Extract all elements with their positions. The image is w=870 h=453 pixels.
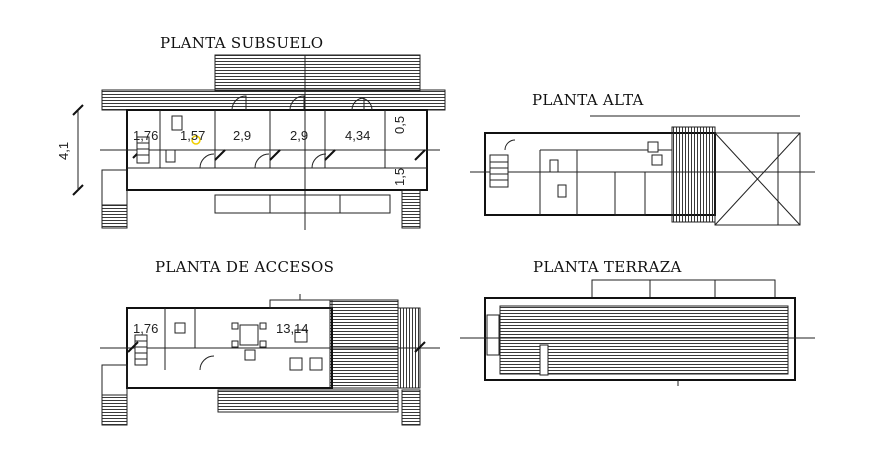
plan-terraza: PLANTA TERRAZA <box>460 258 815 386</box>
area-label: 0,5 <box>392 116 407 134</box>
area-label: 4,34 <box>345 128 370 143</box>
plan-accesos: PLANTA DE ACCESOS <box>100 258 440 426</box>
plan-subsuelo: PLANTA SUBSUELO <box>56 34 446 230</box>
area-label: 1,76 <box>133 321 158 336</box>
area-label: 13,14 <box>276 321 309 336</box>
stair-accesos <box>134 334 148 366</box>
plan-accesos-title: PLANTA DE ACCESOS <box>155 258 334 276</box>
plan-alta-title: PLANTA ALTA <box>532 91 644 109</box>
area-label: 1,76 <box>133 128 158 143</box>
accesos-deck-hatch <box>329 299 399 389</box>
living-furniture <box>244 329 323 371</box>
stair-left <box>136 136 150 164</box>
area-label: 1,57 <box>180 128 205 143</box>
highlight-mark-yellow <box>191 135 201 145</box>
area-label: 2,9 <box>290 128 308 143</box>
highlight-mark-green <box>174 322 186 334</box>
eave-hatch <box>101 89 446 111</box>
alta-deck-hatch <box>671 126 716 223</box>
roof-hatch <box>214 54 421 92</box>
dining-table <box>231 322 267 348</box>
plan-subsuelo-title: PLANTA SUBSUELO <box>160 34 323 52</box>
dimension-label-left: 4,1 <box>56 142 71 160</box>
plan-terraza-title: PLANTA TERRAZA <box>533 258 682 276</box>
area-label: 2,9 <box>233 128 251 143</box>
terraza-outline <box>484 297 796 381</box>
accesos-roof-hatch <box>217 389 399 413</box>
plan-alta: PLANTA ALTA <box>470 91 815 226</box>
dimension-label-right: 1,5 <box>392 168 407 186</box>
stair-alta <box>489 154 509 188</box>
